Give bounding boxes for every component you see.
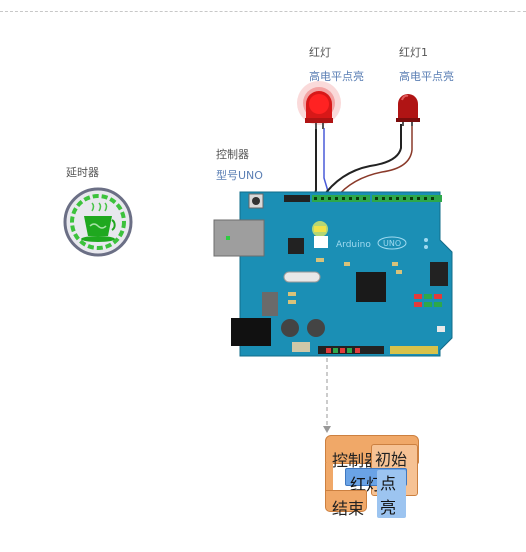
end-block-label: 结束 xyxy=(332,499,365,518)
end-block[interactable]: 结束 xyxy=(325,490,367,518)
command-action[interactable]: 点亮 xyxy=(377,470,406,518)
led1-component[interactable] xyxy=(297,81,341,129)
led1-state: 高电平点亮 xyxy=(309,70,364,83)
controller-model: 型号UNO xyxy=(216,169,263,182)
led-on-command-block[interactable]: 红灯 点亮 xyxy=(345,468,407,518)
init-block[interactable]: 控制器 初始化 xyxy=(325,435,419,496)
led1-name: 红灯 xyxy=(309,46,331,59)
delay-name: 延时器 xyxy=(66,166,99,179)
led2-component[interactable] xyxy=(396,94,420,126)
board-logo: UNO xyxy=(383,239,401,248)
led2-name: 红灯1 xyxy=(399,46,428,59)
controller-name: 控制器 xyxy=(216,148,249,161)
canvas-top-border xyxy=(0,11,512,12)
init-block-object: 控制器 xyxy=(332,451,381,470)
command-object: 红灯 xyxy=(350,475,383,494)
canvas-top-corner xyxy=(512,11,526,22)
block-container-arm xyxy=(325,463,333,491)
led2-state: 高电平点亮 xyxy=(399,70,454,83)
arduino-board[interactable]: Arduino UNO xyxy=(213,191,453,357)
board-brand: Arduino xyxy=(336,240,371,250)
delay-component[interactable] xyxy=(63,187,133,257)
